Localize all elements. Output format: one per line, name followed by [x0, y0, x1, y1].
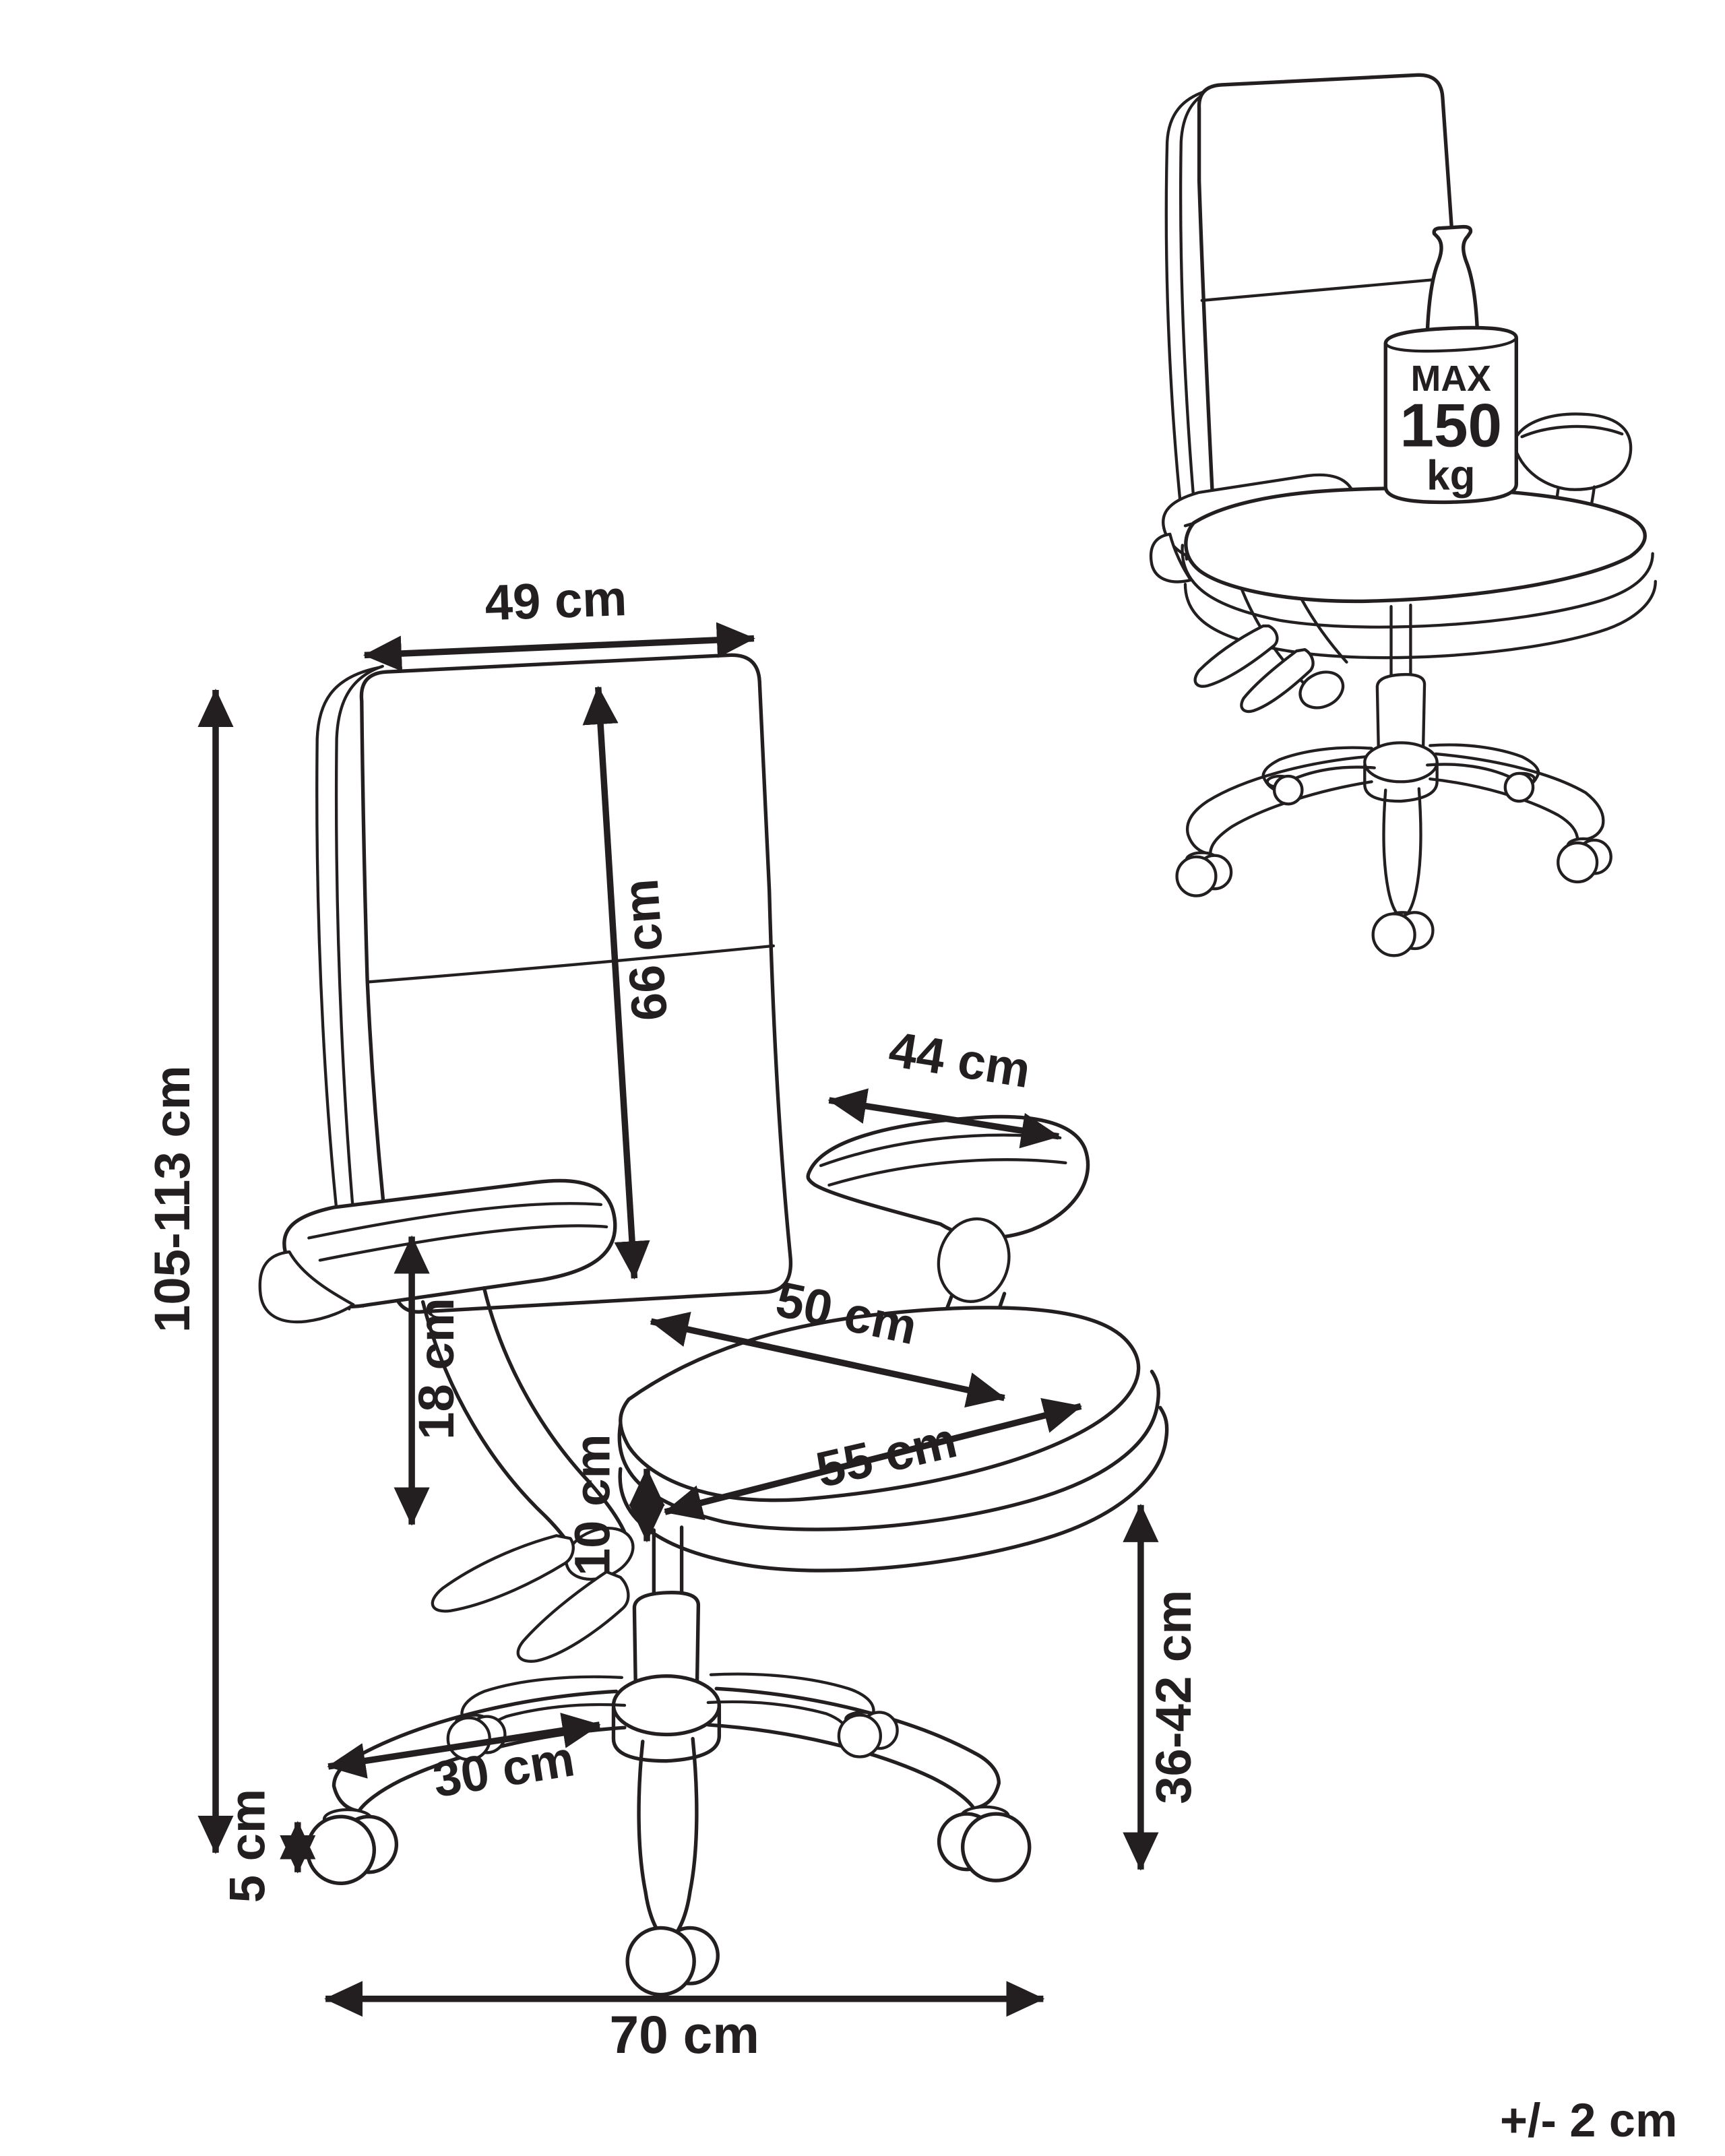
small-seat-side-2	[1183, 579, 1657, 660]
left-armrest-support-back	[482, 1286, 628, 1537]
small-gas-lift-cylinder	[1375, 672, 1426, 756]
gas-lift-cylinder	[632, 1591, 701, 1697]
caster-wheel-left-front	[305, 1814, 377, 1886]
small-tilt-lever-2	[1240, 647, 1315, 714]
base-hub-top	[611, 1674, 722, 1737]
backrest-seam-line	[365, 944, 776, 984]
small-seat-top	[1184, 486, 1647, 604]
small-caster-back-right	[1503, 771, 1535, 803]
weight-cylinder-top-rim	[1384, 336, 1518, 353]
weight-handle	[1425, 224, 1480, 336]
small-base-leg-left	[1186, 755, 1373, 856]
tolerance-note: +/- 2 cm	[1500, 2093, 1677, 2147]
dim-label-backrest-width: 49 cm	[484, 570, 627, 631]
base-hub-side	[611, 1703, 722, 1763]
small-caster-front-front	[1371, 912, 1416, 957]
caster-wheel-back-right-front	[837, 1713, 883, 1758]
small-backrest-shell-outer	[1164, 87, 1215, 561]
dim-label-base-width: 70 cm	[610, 2005, 759, 2064]
small-caster-right-front	[1557, 841, 1599, 884]
load-capacity-chair-drawing: MAX 150 kg	[1149, 73, 1657, 957]
weight-cylinder	[1383, 325, 1519, 505]
right-armrest-joint	[937, 1217, 1011, 1303]
dim-label-seat-height: 36-42 cm	[1146, 1590, 1201, 1804]
dim-arrow-backrest-height	[582, 685, 650, 1280]
small-gas-lift-rod	[1389, 603, 1412, 678]
dim-arrow-seat-depth	[650, 1311, 1006, 1408]
small-base-hub	[1363, 741, 1439, 784]
dim-arrow-seat-width	[663, 1398, 1082, 1521]
dim-label-armrest-length: 44 cm	[885, 1021, 1034, 1098]
max-load-label-kg: kg	[1426, 453, 1475, 499]
small-base-hub-side	[1363, 761, 1439, 803]
caster-wheel-right-front	[960, 1812, 1032, 1882]
small-backrest-shell-inner	[1179, 86, 1218, 561]
caster-wheel-front-front	[625, 1926, 696, 1997]
seat-lower-slab	[618, 1405, 1169, 1573]
dim-label-armrest-height: 18 cm	[408, 1298, 464, 1440]
small-left-armrest-roll	[1149, 532, 1193, 583]
small-tilt-lever-1	[1193, 624, 1279, 688]
small-right-armrest-pad	[1512, 412, 1633, 491]
dim-label-caster-height: 5 cm	[219, 1789, 275, 1903]
small-backrest-seam	[1200, 276, 1453, 303]
tilt-lever-1	[431, 1534, 575, 1613]
small-seat-side-1	[1181, 544, 1654, 629]
small-left-armrest-joint	[1298, 670, 1345, 709]
dim-arrow-armrest-length	[827, 1088, 1060, 1149]
base-leg-front	[637, 1736, 699, 1939]
left-armrest-contour-2	[318, 1224, 608, 1262]
right-armrest-contour-2	[827, 1158, 1067, 1187]
left-armrest-contour-1	[307, 1202, 603, 1240]
dim-arrow-backrest-width	[363, 622, 755, 672]
dim-arrow-base-leg	[327, 1713, 601, 1779]
small-right-armrest-contour	[1520, 424, 1624, 439]
tilt-lever-2	[516, 1570, 630, 1663]
dim-label-overall-height: 105-113 cm	[144, 1065, 200, 1333]
left-armrest-front-roll	[258, 1250, 355, 1324]
backrest-panel	[359, 653, 793, 1314]
dim-label-backrest-height: 66 cm	[613, 877, 678, 1023]
max-load-label-150: 150	[1400, 392, 1503, 460]
small-caster-back-left	[1272, 774, 1304, 806]
small-base-leg-front	[1382, 787, 1422, 920]
dim-label-seat-thickness: 10 cm	[564, 1434, 620, 1576]
max-load-weight: MAX 150 kg	[1383, 224, 1519, 505]
small-caster-left-front	[1175, 855, 1218, 897]
small-casters	[1175, 771, 1612, 957]
main-chair-drawing	[258, 653, 1169, 1997]
max-load-label-max: MAX	[1411, 358, 1491, 399]
